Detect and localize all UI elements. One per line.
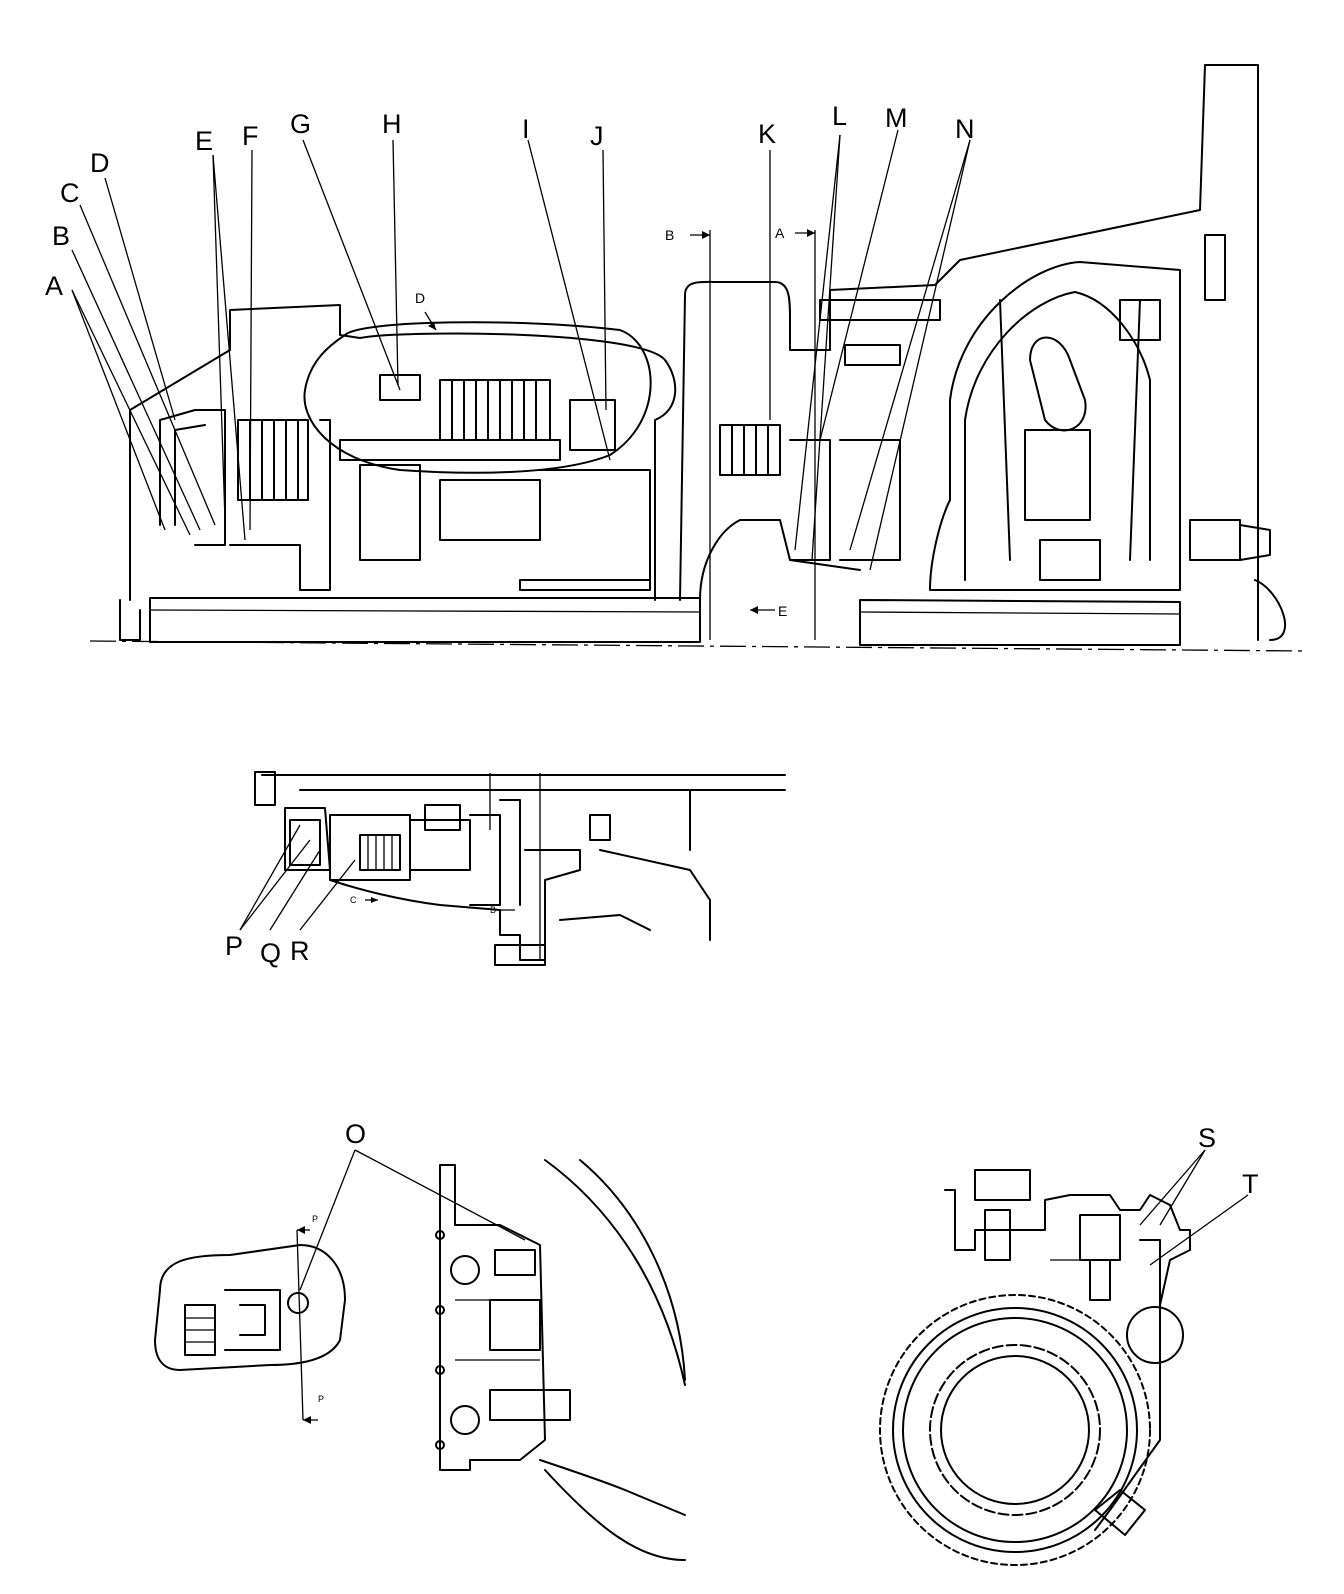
torque-converter	[929, 234, 1287, 641]
callout-p: P	[225, 931, 243, 961]
left-clutch-pack	[159, 409, 321, 591]
top-leader-lines	[71, 129, 971, 571]
callout-c: C	[60, 178, 80, 208]
callout-f: F	[242, 121, 259, 151]
bottom-right-leader-lines	[1139, 1149, 1249, 1266]
callout-t: T	[1242, 1169, 1259, 1199]
section-mark-top-e: E	[778, 603, 787, 619]
section-mark-top-a: A	[775, 225, 785, 241]
callout-o: O	[345, 1119, 366, 1149]
section-mark-bot-p2: P	[318, 1394, 324, 1404]
top-section-marks	[424, 229, 815, 614]
section-mark-top-b: B	[665, 227, 674, 243]
callout-m: M	[885, 103, 908, 133]
section-mark-mid-c: C	[350, 895, 357, 905]
callout-b: B	[52, 221, 70, 251]
callout-i: I	[522, 114, 530, 144]
callout-d: D	[90, 148, 110, 178]
ring-gear-view	[879, 1169, 1191, 1566]
callout-e: E	[195, 126, 213, 156]
case-side-view	[435, 1159, 686, 1561]
middle-clutch-pack	[699, 230, 941, 640]
callout-k: K	[758, 119, 776, 149]
callout-n: N	[955, 114, 975, 144]
valve-body-plate	[154, 1226, 346, 1424]
callout-s: S	[1198, 1123, 1216, 1153]
section-mark-top-d: D	[415, 290, 425, 306]
callout-h: H	[382, 109, 402, 139]
callout-l: L	[832, 101, 847, 131]
center-clutch-pack	[319, 374, 651, 591]
middle-leader-lines	[239, 824, 356, 931]
main-cross-section	[89, 64, 1306, 652]
callout-a: A	[45, 271, 63, 301]
callout-g: G	[290, 109, 311, 139]
callout-q: Q	[260, 938, 281, 968]
bottom-left-leader-lines	[299, 1149, 526, 1291]
callout-r: R	[290, 936, 310, 966]
middle-partial-section	[254, 771, 786, 966]
section-mark-mid-b: B	[490, 905, 496, 915]
callout-j: J	[590, 121, 604, 151]
section-mark-bot-p1: P	[312, 1214, 318, 1224]
